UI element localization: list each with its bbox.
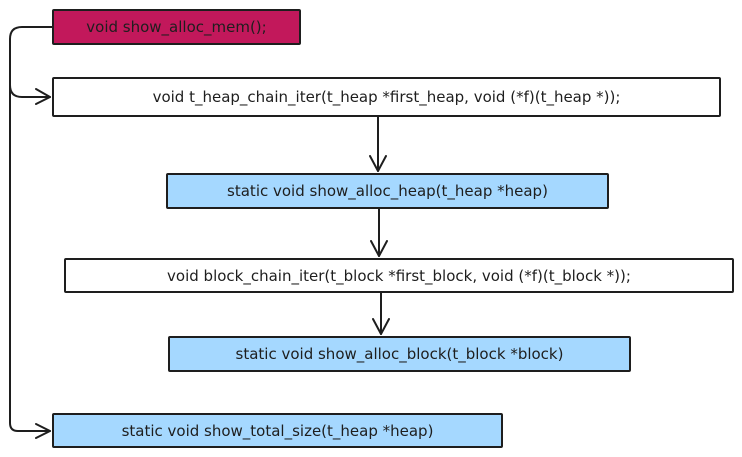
node-label: void t_heap_chain_iter(t_heap *first_hea… (152, 88, 621, 106)
branch-connector-heap-iter (9, 84, 51, 98)
node-label: static void show_alloc_block(t_block *bl… (235, 345, 564, 363)
show-alloc-heap-node: static void show_alloc_heap(t_heap *heap… (166, 173, 609, 209)
block-chain-iter-node: void block_chain_iter(t_block *first_blo… (64, 258, 734, 293)
heap-chain-iter-node: void t_heap_chain_iter(t_heap *first_hea… (52, 77, 721, 117)
trunk-connector (9, 26, 53, 432)
node-label: static void show_alloc_heap(t_heap *heap… (227, 182, 548, 200)
node-label: void show_alloc_mem(); (86, 18, 267, 36)
arrowhead-block-iter (370, 240, 388, 257)
arrowhead-heap-iter (35, 88, 51, 105)
show-alloc-block-node: static void show_alloc_block(t_block *bl… (168, 336, 631, 372)
node-label: static void show_total_size(t_heap *heap… (121, 421, 434, 440)
arrowhead-block (372, 318, 390, 335)
arrowhead-total-size (35, 423, 51, 439)
show-total-size-node: static void show_total_size(t_heap *heap… (52, 413, 503, 448)
node-label: void block_chain_iter(t_block *first_blo… (167, 266, 631, 285)
show-alloc-mem-node: void show_alloc_mem(); (52, 9, 301, 45)
arrowhead-heap (369, 155, 387, 172)
